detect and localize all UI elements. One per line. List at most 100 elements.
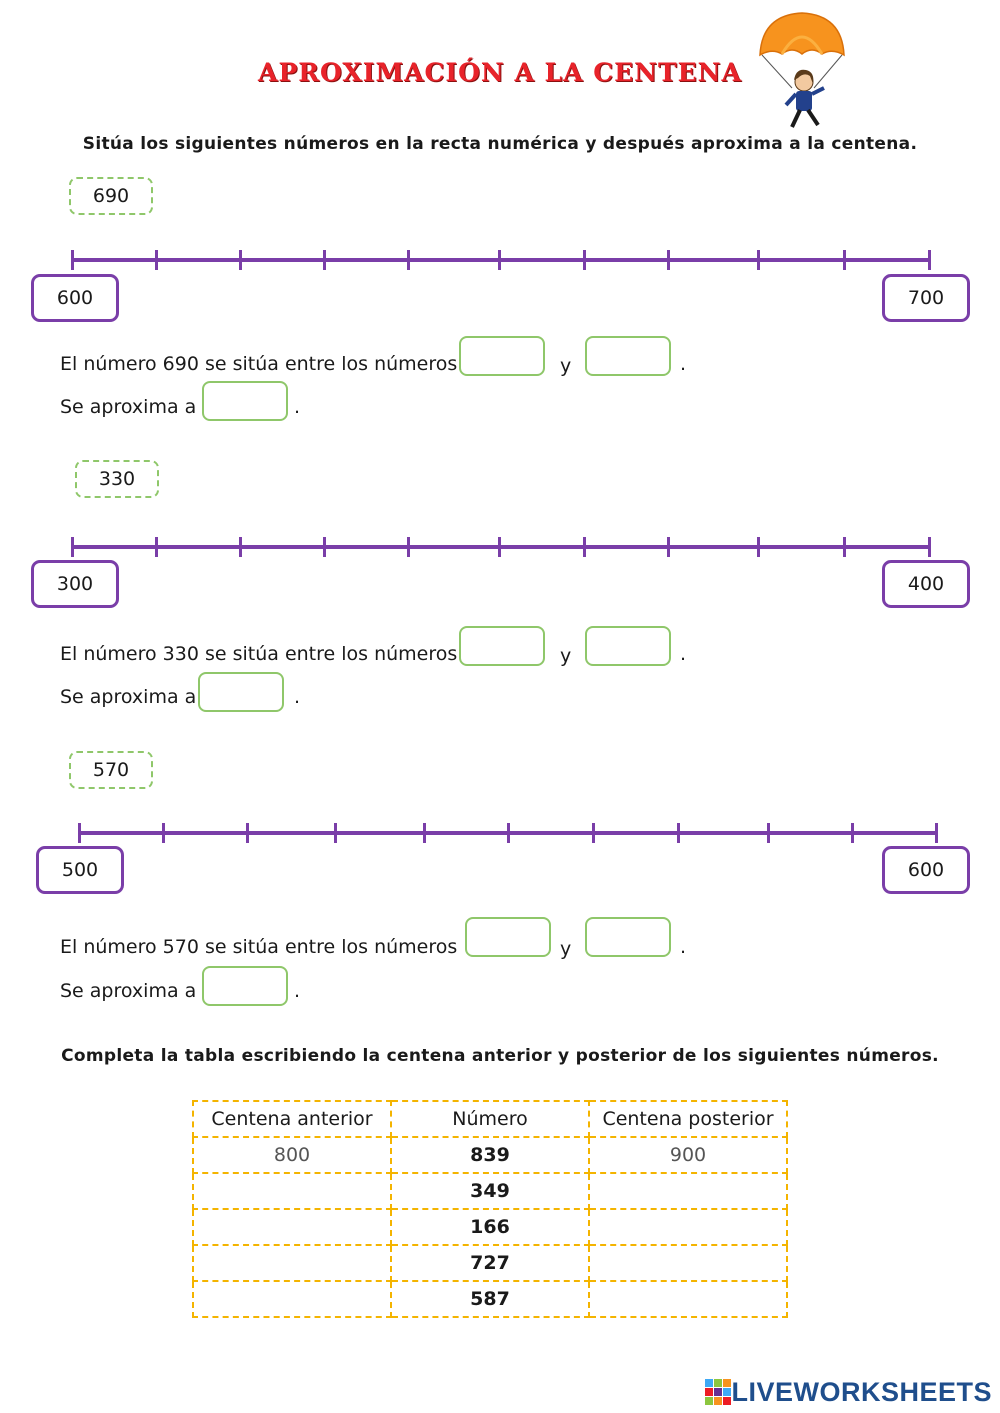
tick [323, 250, 326, 270]
table-row: 800 839 900 [192, 1136, 788, 1174]
table-row: 349 [192, 1172, 788, 1210]
answer-field[interactable] [461, 628, 547, 666]
tick [423, 823, 426, 843]
tick [677, 823, 680, 843]
answer-field[interactable] [204, 383, 290, 421]
brand-text: LIVEWORKSHEETS [731, 1376, 992, 1407]
period: . [680, 353, 687, 375]
number-cell: 166 [390, 1208, 590, 1246]
tick [843, 537, 846, 557]
approximation-input[interactable] [202, 381, 290, 421]
answer-field[interactable] [587, 338, 673, 376]
next-hundred-cell[interactable] [588, 1280, 788, 1318]
header-prev-hundred: Centena anterior [192, 1100, 392, 1138]
number-line [71, 250, 931, 270]
tick [246, 823, 249, 843]
tick [239, 537, 242, 557]
upper-hundred-input[interactable] [585, 626, 673, 666]
lower-hundred-input[interactable] [459, 336, 547, 376]
answer-field[interactable] [204, 968, 290, 1006]
table-row: 587 [192, 1280, 788, 1318]
next-hundred-cell[interactable]: 900 [588, 1136, 788, 1174]
page-title: APROXIMACIÓN A LA CENTENA [258, 58, 742, 87]
between-sentence: El número 330 se sitúa entre los números [60, 643, 458, 665]
line-end-label: 400 [882, 560, 970, 608]
tick [935, 823, 938, 843]
tick [928, 537, 931, 557]
prev-hundred-cell[interactable] [192, 1172, 392, 1210]
tick [407, 250, 410, 270]
line-start-label: 500 [36, 846, 124, 894]
answer-field[interactable] [461, 338, 547, 376]
line-end-label: 700 [882, 274, 970, 322]
answer-field[interactable] [200, 674, 286, 712]
tick [583, 250, 586, 270]
tick [498, 250, 501, 270]
prev-hundred-cell[interactable] [192, 1244, 392, 1282]
table-header-row: Centena anterior Número Centena posterio… [192, 1100, 788, 1138]
prev-hundred-cell[interactable] [192, 1208, 392, 1246]
tick [767, 823, 770, 843]
tick [71, 250, 74, 270]
target-number-box[interactable]: 690 [69, 177, 153, 215]
approx-label: Se aproxima a [60, 686, 197, 708]
approximation-input[interactable] [198, 672, 286, 712]
and-label: y [560, 938, 572, 960]
upper-hundred-input[interactable] [585, 917, 673, 957]
line-start-label: 600 [31, 274, 119, 322]
answer-field[interactable] [467, 919, 553, 957]
answer-field[interactable] [587, 628, 673, 666]
lower-hundred-input[interactable] [465, 917, 553, 957]
tick [843, 250, 846, 270]
target-number-box[interactable]: 570 [69, 751, 153, 789]
prev-hundred-cell[interactable] [192, 1280, 392, 1318]
number-cell: 839 [390, 1136, 590, 1174]
period: . [680, 643, 687, 665]
number-line [71, 537, 931, 557]
approx-label: Se aproxima a [60, 396, 197, 418]
tick [498, 537, 501, 557]
period: . [294, 686, 301, 708]
table-row: 166 [192, 1208, 788, 1246]
hundreds-table: Centena anterior Número Centena posterio… [192, 1100, 788, 1318]
lower-hundred-input[interactable] [459, 626, 547, 666]
tick [667, 537, 670, 557]
next-hundred-cell[interactable] [588, 1244, 788, 1282]
tick [407, 537, 410, 557]
answer-field[interactable] [587, 919, 673, 957]
tick [162, 823, 165, 843]
header-next-hundred: Centena posterior [588, 1100, 788, 1138]
approximation-input[interactable] [202, 966, 290, 1006]
between-sentence: El número 570 se sitúa entre los números [60, 936, 458, 958]
liveworksheets-logo: LIVEWORKSHEETS [705, 1376, 992, 1408]
tick [334, 823, 337, 843]
tick [592, 823, 595, 843]
number-cell: 727 [390, 1244, 590, 1282]
upper-hundred-input[interactable] [585, 336, 673, 376]
approx-label: Se aproxima a [60, 980, 197, 1002]
tick [323, 537, 326, 557]
tick [928, 250, 931, 270]
header-number: Número [390, 1100, 590, 1138]
tick [239, 250, 242, 270]
tick [757, 250, 760, 270]
number-line [78, 823, 938, 843]
tick [583, 537, 586, 557]
and-label: y [560, 355, 572, 377]
next-hundred-cell[interactable] [588, 1172, 788, 1210]
table-row: 727 [192, 1244, 788, 1282]
tick [667, 250, 670, 270]
parachute-girl-illustration [759, 12, 845, 128]
number-cell: 349 [390, 1172, 590, 1210]
target-number-box[interactable]: 330 [75, 460, 159, 498]
logo-blocks-icon [705, 1379, 732, 1405]
tick [507, 823, 510, 843]
tick [78, 823, 81, 843]
between-sentence: El número 690 se sitúa entre los números [60, 353, 458, 375]
prev-hundred-cell[interactable]: 800 [192, 1136, 392, 1174]
tick [757, 537, 760, 557]
next-hundred-cell[interactable] [588, 1208, 788, 1246]
instruction-place-numbers: Sitúa los siguientes números en la recta… [82, 134, 918, 154]
period: . [680, 936, 687, 958]
instruction-complete-table: Completa la tabla escribiendo la centena… [61, 1046, 939, 1066]
